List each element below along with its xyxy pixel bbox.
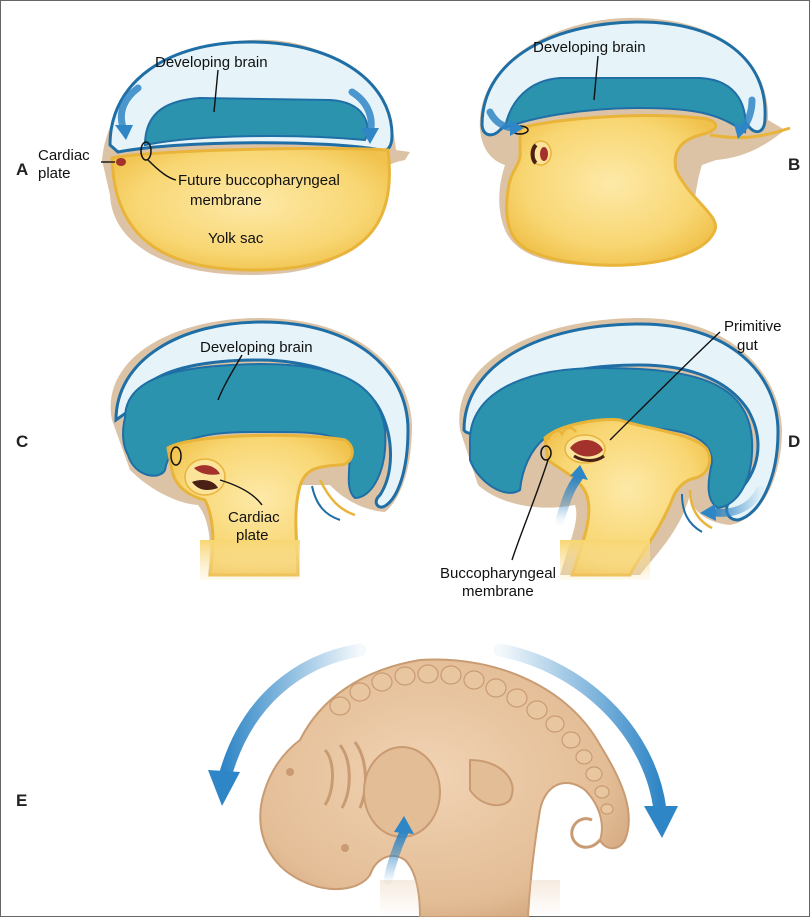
otic-e [341,844,349,852]
arrowhead [644,806,678,838]
label-primitive-gut-1: Primitive [724,318,782,335]
label-bucco-d-2: membrane [462,583,534,600]
optic-e [286,768,294,776]
cardiac-plate-a [116,158,126,166]
label-primitive-gut-2: gut [737,337,759,354]
label-cardiac-c-2: plate [236,527,269,544]
panel-letter-d: D [788,432,800,451]
arrowhead [208,770,240,806]
label-cardiac-a-1: Cardiac [38,147,90,164]
panel-letter-e: E [16,791,27,810]
yolk-sac-b [507,116,716,266]
label-yolk-sac: Yolk sac [208,230,264,247]
stalk-fade-d [560,540,650,580]
label-developing-brain-a: Developing brain [155,54,268,71]
panel-a: A Developing brain Cardiac plate Future … [16,40,410,275]
panel-d: Primitive gut Buccopharyngeal membrane D [440,318,800,600]
body-fade-e [380,880,560,917]
label-cardiac-c-1: Cardiac [228,509,280,526]
stalk-fade-c [200,540,300,580]
panel-letter-c: C [16,432,28,451]
label-cardiac-a-2: plate [38,165,71,182]
embryo-body-e [260,660,629,917]
panel-b: Developing brain B [480,18,800,265]
label-membrane-a-1: Future buccopharyngeal [178,172,340,189]
label-developing-brain-c: Developing brain [200,339,313,356]
panel-letter-b: B [788,155,800,174]
panel-e: E [16,650,678,917]
label-bucco-d-1: Buccopharyngeal [440,565,556,582]
label-developing-brain-b: Developing brain [533,39,646,56]
panel-c: Developing brain Cardiac plate C [16,318,412,580]
label-membrane-a-2: membrane [190,192,262,209]
heart-b [540,147,548,161]
panel-letter-a: A [16,160,28,179]
tail-curl-e [572,819,600,848]
